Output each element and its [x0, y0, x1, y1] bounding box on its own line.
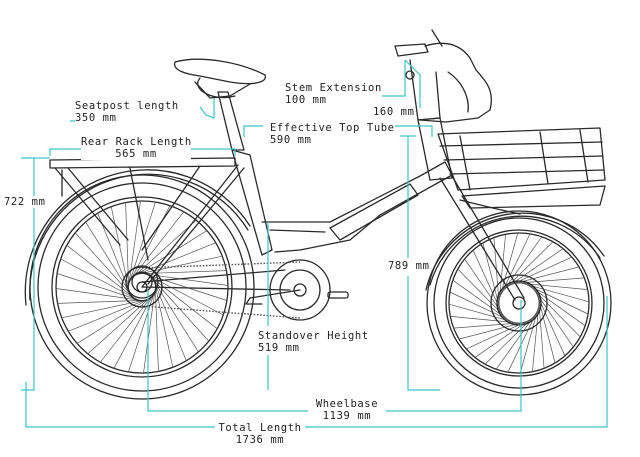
front-wheel — [426, 210, 612, 396]
stem-extension-label-value: 100 mm — [285, 94, 327, 106]
saddle — [173, 58, 267, 151]
seatpost-label: Seatpost length 350 mm — [75, 100, 179, 124]
handlebar — [394, 29, 492, 123]
front-basket — [437, 127, 606, 209]
motor-crank — [245, 259, 349, 321]
rear-rack-label: Rear Rack Length 565 mm — [81, 136, 191, 160]
total-length-label-name: Total Length — [218, 422, 302, 434]
standover-height-label-name: Standover Height — [258, 330, 369, 342]
rear-fender — [29, 173, 249, 301]
wheelbase-label-name: Wheelbase — [315, 398, 379, 410]
rear-rack-label-name: Rear Rack Length — [81, 136, 192, 148]
stem-angle-label: 160 mm — [373, 106, 415, 118]
rear-rack-label-value: 565 mm — [115, 148, 157, 160]
total-length-label-value: 1736 mm — [235, 434, 285, 446]
standover-height-label: Standover Height 519 mm — [258, 330, 369, 354]
dimension-lines — [21, 59, 608, 428]
overall-height-label: 722 mm — [4, 196, 46, 208]
wheelbase-label-value: 1139 mm — [322, 410, 372, 422]
overall-height-value: 722 mm — [4, 196, 46, 208]
stem-angle-value: 160 mm — [373, 106, 415, 118]
effective-top-tube-label-value: 590 mm — [270, 134, 312, 146]
chain — [141, 261, 301, 269]
front-height-value: 789 mm — [388, 260, 430, 272]
rear-rack — [49, 157, 236, 261]
standover-height-label-value: 519 mm — [258, 342, 300, 354]
wheelbase-label: Wheelbase 1139 mm — [308, 398, 386, 422]
stem-extension-label: Stem Extension 100 mm — [285, 82, 382, 106]
stem-extension-label-name: Stem Extension — [285, 82, 382, 94]
seatpost-label-value: 350 mm — [75, 112, 117, 124]
effective-top-tube-label: Effective Top Tube 590 mm — [270, 122, 395, 146]
seatpost-label-name: Seatpost length — [75, 100, 179, 112]
total-length-label: Total Length 1736 mm — [215, 422, 305, 446]
effective-top-tube-label-name: Effective Top Tube — [270, 122, 395, 134]
front-fender — [429, 215, 601, 286]
rear-wheel — [29, 174, 255, 400]
front-height-label: 789 mm — [388, 260, 430, 272]
